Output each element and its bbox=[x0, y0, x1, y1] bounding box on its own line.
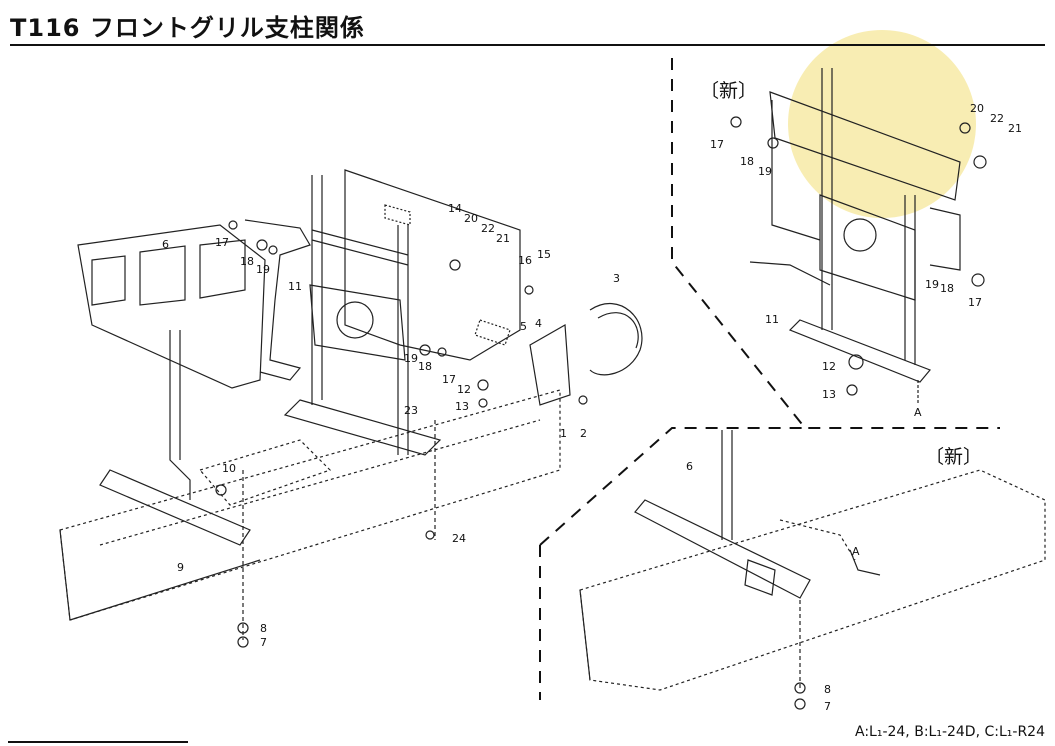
footer-divider bbox=[8, 741, 188, 743]
callout-label: 12 bbox=[822, 360, 836, 373]
callout-label: 17 bbox=[710, 138, 724, 151]
callout-label: 7 bbox=[260, 636, 267, 649]
callout-label: 17 bbox=[442, 373, 456, 386]
callout-label: 13 bbox=[455, 400, 469, 413]
inset-bottom-callouts: 6 A 8 7 bbox=[686, 460, 860, 713]
callout-label: 5 bbox=[520, 320, 527, 333]
page-title: T116 フロントグリル支柱関係 bbox=[10, 14, 365, 42]
callout-label: 19 bbox=[404, 352, 418, 365]
callout-label: 18 bbox=[740, 155, 754, 168]
callout-label: 1 bbox=[560, 427, 567, 440]
callout-label: 24 bbox=[452, 532, 466, 545]
callout-label: 11 bbox=[288, 280, 302, 293]
callout-label: 21 bbox=[496, 232, 510, 245]
callout-label: 8 bbox=[824, 683, 831, 696]
title-divider bbox=[10, 44, 1045, 46]
new-type-label-top: 〔新〕 bbox=[700, 80, 758, 102]
callout-label: 13 bbox=[822, 388, 836, 401]
callout-label: 19 bbox=[758, 165, 772, 178]
model-applicability: A:L₁-24, B:L₁-24D, C:L₁-R24 bbox=[854, 724, 1045, 740]
callout-label: A bbox=[852, 545, 860, 558]
inset-top-callouts: 17 18 19 20 22 21 11 12 13 19 18 17 A bbox=[710, 102, 1022, 419]
callout-label: 19 bbox=[256, 263, 270, 276]
callout-label: 11 bbox=[765, 313, 779, 326]
inset-bottom-drawing bbox=[579, 430, 1046, 710]
callout-label: 3 bbox=[613, 272, 620, 285]
main-assembly-drawing bbox=[59, 169, 643, 648]
callout-label: 18 bbox=[240, 255, 254, 268]
callout-label: 17 bbox=[215, 236, 229, 249]
new-type-label-bottom: 〔新〕 bbox=[925, 446, 983, 468]
callout-label: 23 bbox=[404, 404, 418, 417]
watermark-logo bbox=[788, 30, 976, 218]
callout-label: 6 bbox=[162, 238, 169, 251]
inset-top-drawing bbox=[730, 68, 987, 405]
callout-label: 20 bbox=[464, 212, 478, 225]
callout-label: 12 bbox=[457, 383, 471, 396]
callout-label: 8 bbox=[260, 622, 267, 635]
callout-label: 9 bbox=[177, 561, 184, 574]
callout-label: 17 bbox=[968, 296, 982, 309]
callout-label: 22 bbox=[990, 112, 1004, 125]
callout-label: 22 bbox=[481, 222, 495, 235]
callout-label: 15 bbox=[537, 248, 551, 261]
callout-label: A bbox=[914, 406, 922, 419]
callout-label: 18 bbox=[418, 360, 432, 373]
main-callouts: 6 11 14 20 22 21 16 15 3 17 18 19 5 4 19… bbox=[162, 202, 620, 649]
callout-label: 16 bbox=[518, 254, 532, 267]
callout-label: 18 bbox=[940, 282, 954, 295]
callout-label: 7 bbox=[824, 700, 831, 713]
callout-label: 6 bbox=[686, 460, 693, 473]
callout-label: 14 bbox=[448, 202, 462, 215]
callout-label: 21 bbox=[1008, 122, 1022, 135]
callout-label: 2 bbox=[580, 427, 587, 440]
callout-label: 10 bbox=[222, 462, 236, 475]
callout-label: 19 bbox=[925, 278, 939, 291]
callout-label: 20 bbox=[970, 102, 984, 115]
callout-label: 4 bbox=[535, 317, 542, 330]
inset-borders bbox=[539, 58, 1000, 700]
